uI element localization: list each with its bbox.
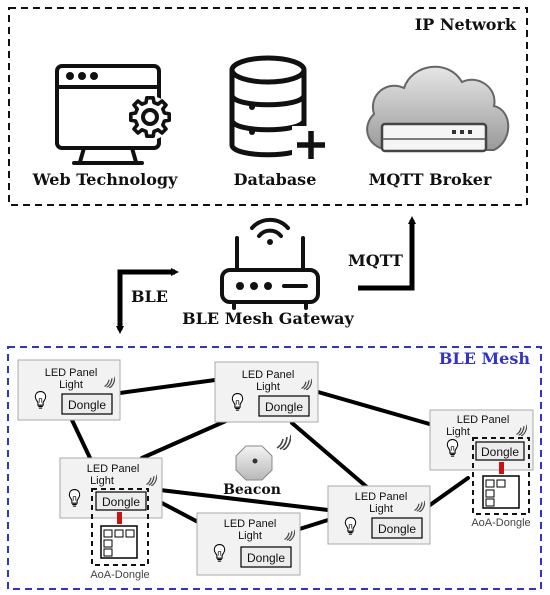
dongle-label: Dongle: [481, 445, 519, 459]
aoa-dongle-group: AoA-Dongle: [90, 488, 150, 581]
node-label-line2: Light: [90, 475, 114, 487]
ip-network-group: IP Network Web Technology: [8, 7, 528, 206]
dongle-box: [61, 393, 113, 415]
node-label-line2: Light: [369, 503, 393, 515]
beacon-icon: [235, 434, 291, 481]
web-technology-label: Web Technology: [32, 170, 178, 189]
aoa-connector: [117, 512, 122, 524]
node-label-line2: Light: [446, 426, 470, 438]
mesh-links: [70, 378, 470, 534]
database-label: Database: [234, 170, 317, 189]
aoa-dongle-label: AoA-Dongle: [471, 517, 530, 529]
node-label-line1: LED Panel: [224, 518, 277, 530]
dongle-box: [95, 491, 147, 511]
gateway-label: BLE Mesh Gateway: [182, 309, 354, 328]
aoa-connector: [499, 462, 504, 474]
dongle-box: [371, 517, 423, 539]
led-panel-node: LED Panel Light Dongle: [429, 409, 534, 471]
ble-mesh-title: BLE Mesh: [439, 349, 530, 368]
node-label-line2: Light: [59, 379, 83, 391]
node-label-line1: LED Panel: [242, 369, 295, 381]
database-plus-icon: [229, 55, 330, 164]
node-label-line1: LED Panel: [355, 491, 408, 503]
ip-network-title: IP Network: [415, 15, 517, 34]
wifi-router-icon: [220, 217, 320, 310]
aoa-dongle-border: [472, 437, 530, 515]
led-panel-node: LED Panel Light Dongle: [214, 361, 319, 423]
beacon-label: Beacon: [223, 482, 281, 498]
node-label-line1: LED Panel: [457, 414, 510, 426]
aoa-dongle-label: AoA-Dongle: [90, 569, 149, 581]
signal-waves-icon: [276, 434, 291, 450]
mqtt-broker-label: MQTT Broker: [369, 170, 492, 189]
ble-label: BLE: [131, 287, 168, 306]
node-label-line2: Light: [238, 530, 262, 542]
dongle-box: [258, 395, 310, 417]
dongle-label: Dongle: [102, 495, 140, 509]
mqtt-arrow: [358, 216, 416, 291]
ble-mesh-border: [7, 346, 542, 590]
dongle-label: Dongle: [265, 400, 303, 414]
dongle-box: [240, 546, 292, 568]
web-browser-gear-icon: [55, 64, 172, 165]
node-label-line2: Light: [256, 381, 280, 393]
led-panel-node: LED Panel Light Dongle: [17, 359, 121, 421]
ip-network-border: [8, 7, 528, 206]
dongle-label: Dongle: [378, 522, 416, 536]
gateway-group: MQTT BLE BLE Mesh Gateway: [116, 216, 416, 334]
node-label-line1: LED Panel: [45, 367, 98, 379]
aoa-dongle-border: [91, 488, 149, 566]
aoa-dongle-group: AoA-Dongle: [471, 437, 531, 529]
dongle-box: [475, 441, 525, 461]
cloud-server-icon: [366, 65, 510, 153]
node-label-line1: LED Panel: [87, 463, 140, 475]
ble-mesh-group: BLE Mesh LED Panel Light Dongle LED: [7, 346, 542, 590]
dongle-label: Dongle: [68, 398, 106, 412]
dongle-label: Dongle: [247, 551, 285, 565]
ble-arrow-up: [117, 268, 179, 308]
led-panel-node: LED Panel Light Dongle: [327, 485, 431, 545]
led-panel-node: LED Panel Light Dongle: [196, 512, 301, 576]
mqtt-label: MQTT: [348, 251, 403, 270]
